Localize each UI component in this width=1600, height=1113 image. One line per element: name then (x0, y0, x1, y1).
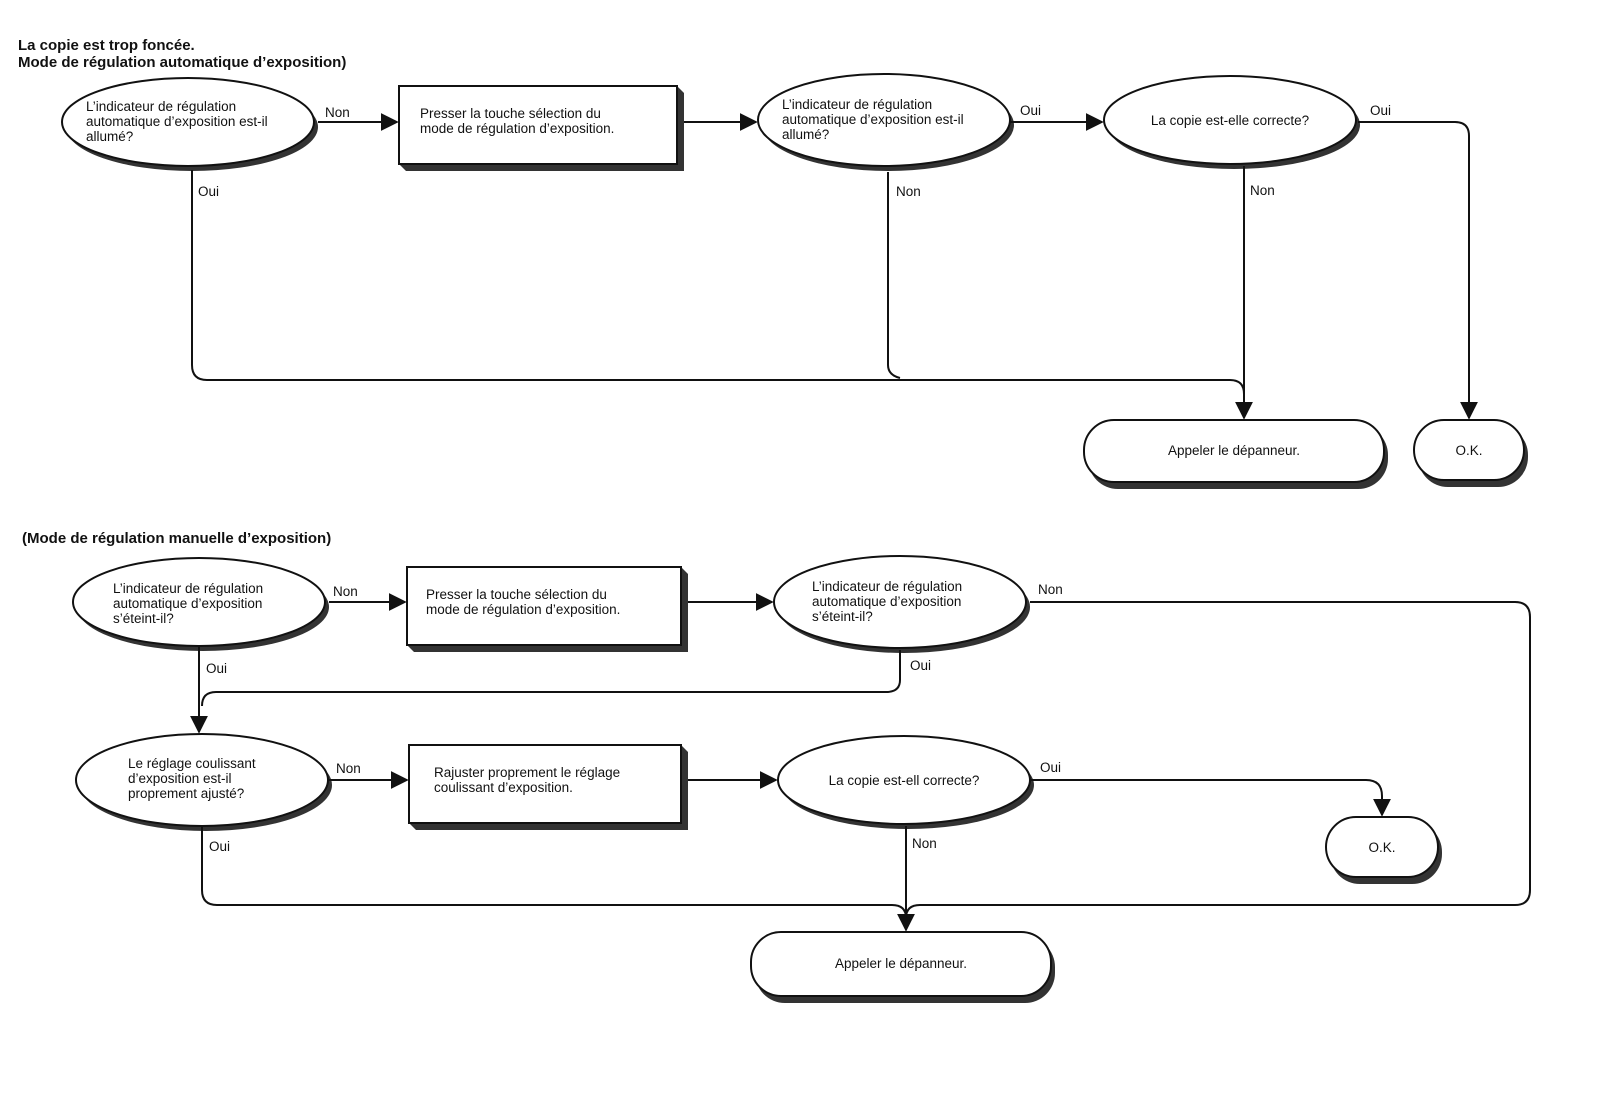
s2-label-d1-no: Non (333, 584, 358, 599)
s2-label-d1-yes: Oui (206, 661, 227, 676)
s2-d4-text: La copie est-ell correcte? (829, 773, 980, 788)
s1-label-d1-no: Non (325, 105, 350, 120)
s1-p1-text: Presser la touche sélection du mode de r… (420, 106, 614, 136)
s1-edge-d2-to-call (887, 172, 901, 379)
section1-title-line1: La copie est trop foncée. (18, 37, 195, 54)
s2-edge-d3-to-call (201, 826, 907, 919)
s1-edge-d3-to-ok (1358, 121, 1478, 420)
section2-title: (Mode de régulation manuelle d’expositio… (22, 530, 331, 547)
s1-decision-indicator-on-2: L’indicateur de régulation automatique d… (757, 73, 1014, 171)
s2-decision-copy-correct: La copie est-ell correcte? (777, 735, 1034, 829)
s2-label-d2-yes: Oui (910, 658, 931, 673)
s2-label-d2-no: Non (1038, 582, 1063, 597)
s1-call-text: Appeler le dépanneur. (1168, 443, 1300, 458)
s1-process-press-key: Presser la touche sélection du mode de r… (398, 85, 684, 171)
s2-label-d3-no: Non (336, 761, 361, 776)
s2-decision-indicator-off-1: L’indicateur de régulation automatique d… (72, 557, 329, 651)
s2-decision-indicator-off-2: L’indicateur de régulation automatique d… (773, 555, 1030, 653)
s2-edge-d2-to-call (905, 601, 1531, 919)
s1-decision-copy-correct: La copie est-elle correcte? (1103, 75, 1360, 169)
s1-edge-d1-to-call (191, 170, 1245, 395)
s1-terminal-ok: O.K. (1413, 419, 1528, 487)
s1-d2-text: L’indicateur de régulation automatique d… (782, 97, 967, 142)
s2-decision-slider-adjusted: Le réglage coulissant d’exposition est-i… (75, 733, 332, 831)
s1-ok-text: O.K. (1455, 443, 1482, 458)
s2-p1-text: Presser la touche sélection du mode de r… (426, 587, 620, 617)
s2-label-d4-no: Non (912, 836, 937, 851)
s2-d3-text: Le réglage coulissant d’exposition est-i… (128, 756, 259, 801)
s2-process-press-key: Presser la touche sélection du mode de r… (406, 566, 688, 652)
s2-terminal-call-technician: Appeler le dépanneur. (750, 931, 1055, 1003)
s2-call-text: Appeler le dépanneur. (835, 956, 967, 971)
s2-label-d4-yes: Oui (1040, 760, 1061, 775)
s1-d1-text: L’indicateur de régulation automatique d… (86, 99, 271, 144)
s2-edge-d4-to-ok (1030, 779, 1391, 817)
s1-decision-indicator-on-1: L’indicateur de régulation automatique d… (61, 77, 318, 171)
s1-label-d3-yes: Oui (1370, 103, 1391, 118)
s2-process-readjust-slider: Rajuster proprement le réglage coulissan… (408, 744, 688, 830)
s2-label-d3-yes: Oui (209, 839, 230, 854)
s2-edge-d2-to-d3 (201, 650, 901, 707)
s2-d1-text: L’indicateur de régulation automatique d… (113, 581, 267, 626)
s1-label-d2-no: Non (896, 184, 921, 199)
s1-d3-text: La copie est-elle correcte? (1151, 113, 1309, 128)
s2-ok-text: O.K. (1368, 840, 1395, 855)
s1-label-d1-yes: Oui (198, 184, 219, 199)
s2-d2-text: L’indicateur de régulation automatique d… (812, 579, 966, 624)
s2-p2-text: Rajuster proprement le réglage coulissan… (434, 765, 624, 795)
s1-label-d3-no: Non (1250, 183, 1275, 198)
s1-terminal-call-technician: Appeler le dépanneur. (1083, 419, 1388, 489)
s2-terminal-ok: O.K. (1325, 816, 1442, 884)
s1-label-d2-yes: Oui (1020, 103, 1041, 118)
section1-title-line2: Mode de régulation automatique d’exposit… (18, 54, 346, 71)
